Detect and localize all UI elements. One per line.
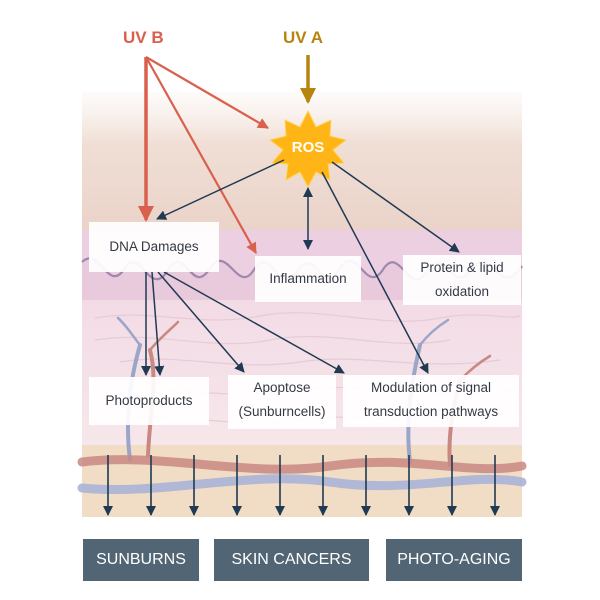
protein-lipid-label-line1: Protein & lipid (420, 260, 504, 275)
modulation-box (343, 375, 519, 427)
dna-to-photoproducts-arrow-2 (151, 271, 165, 376)
dna-arrows (141, 271, 345, 376)
outcome-photo-aging: PHOTO-AGING (386, 539, 522, 581)
inflammation-box (255, 256, 361, 302)
dna-damages-label: DNA Damages (109, 239, 199, 254)
bottom-arrows (103, 455, 500, 516)
dna-to-modulation-arrow (163, 271, 345, 374)
modulation-label-line1: Modulation of signal (370, 380, 492, 395)
uvb-to-inflammation-arrow (145, 56, 257, 254)
uva-label: UV A (283, 28, 323, 47)
inflammation-label: Inflammation (269, 271, 347, 286)
ros-label: ROS (291, 139, 325, 156)
photoproducts-label: Photoproducts (105, 393, 193, 408)
dna-to-apoptose-arrow (157, 271, 245, 373)
ros-to-protein-arrow (331, 161, 460, 253)
photoproducts-box (89, 377, 209, 425)
uvb-label: UV B (123, 28, 164, 47)
dna-damages-box (89, 222, 219, 272)
outcome-skin-cancers: SKIN CANCERS (214, 539, 369, 581)
modulation-label-line2: transduction pathways (363, 404, 499, 419)
apoptose-box (228, 375, 336, 429)
ros-to-dna-arrow (156, 159, 285, 220)
ros-to-modulation-arrow (321, 171, 429, 374)
apoptose-label-line1: Apoptose (253, 380, 311, 395)
protein-lipid-box (403, 255, 521, 305)
outcome-sunburns: SUNBURNS (83, 539, 199, 581)
ros-arrows (156, 159, 460, 374)
uvb-arrows (138, 56, 269, 254)
uvb-to-ros-arrow (145, 56, 269, 129)
apoptose-label-line2: (Sunburncells) (238, 404, 326, 419)
protein-lipid-label-line2: oxidation (434, 284, 490, 299)
